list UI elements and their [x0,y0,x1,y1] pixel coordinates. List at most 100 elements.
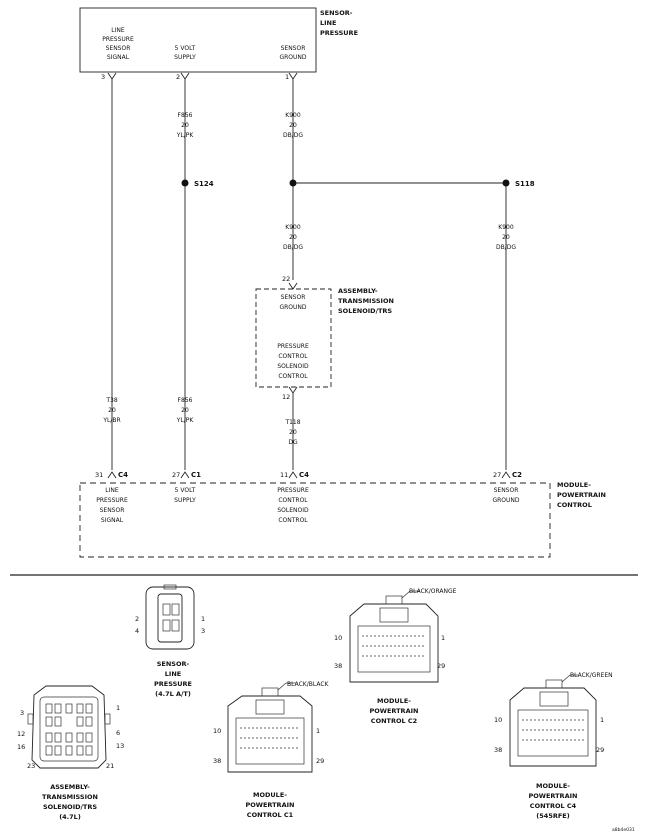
svg-text:BLACK/ORANGE: BLACK/ORANGE [409,588,457,595]
svg-text:1: 1 [600,716,604,724]
svg-text:TRANSMISSION: TRANSMISSION [338,297,394,305]
wire-labels: F856 20 YL/PK K900 20 DB/DG K900 20 DB/D… [102,112,516,446]
svg-text:DB/DG: DB/DG [283,132,303,139]
svg-text:PRESSURE: PRESSURE [154,680,192,688]
svg-text:CONTROL C4: CONTROL C4 [530,802,577,810]
svg-text:DB/DG: DB/DG [283,244,303,251]
svg-text:38: 38 [334,662,342,670]
svg-text:SENSOR: SENSOR [281,45,306,52]
svg-text:PRESSURE: PRESSURE [102,36,134,43]
svg-text:TRANSMISSION: TRANSMISSION [42,793,98,801]
svg-text:LINE: LINE [111,27,125,34]
svg-text:PRESSURE: PRESSURE [277,343,309,350]
svg-text:SOLENOID/TRS: SOLENOID/TRS [338,307,392,315]
svg-text:20: 20 [289,234,297,241]
pcm-pin-27-c2: 27 [493,471,501,479]
svg-text:SOLENOID: SOLENOID [277,507,309,514]
svg-text:POWERTRAIN: POWERTRAIN [557,491,606,499]
svg-text:CONTROL: CONTROL [278,353,308,360]
solenoid-pin-22: 22 [282,275,290,283]
svg-text:(545RFE): (545RFE) [536,812,569,820]
splice-s124-dot [181,179,189,187]
svg-text:1: 1 [441,634,445,642]
svg-text:5 VOLT: 5 VOLT [175,487,196,494]
svg-text:38: 38 [213,757,221,765]
sensor-pin-2-terminal [180,72,190,83]
pcm-conn-c2: C2 [512,471,522,479]
sensor-pin-3-terminal [107,72,117,83]
sensor-pin-labels: LINE PRESSURE SENSOR SIGNAL 5 VOLT SUPPL… [102,27,307,61]
svg-text:SOLENOID: SOLENOID [277,363,309,370]
sensor-connector-view: 2 4 1 3 [135,584,205,650]
svg-text:CONTROL: CONTROL [278,517,308,524]
splice-node-dot [289,179,297,187]
svg-text:20: 20 [181,407,189,414]
svg-text:6: 6 [116,729,120,737]
sensor-pin-1: 1 [285,73,289,81]
svg-text:ASSEMBLY-: ASSEMBLY- [50,783,90,791]
solenoid-assembly-title: ASSEMBLY- TRANSMISSION SOLENOID/TRS [338,287,394,315]
pcm-pin-11: 11 [280,471,288,479]
svg-text:YL/PK: YL/PK [176,132,195,139]
svg-text:K900: K900 [285,224,301,231]
svg-text:SENSOR: SENSOR [100,507,125,514]
svg-text:MODULE-: MODULE- [377,697,411,705]
pcm-c1-connector-title: MODULE- POWERTRAIN CONTROL C1 [246,791,295,819]
svg-text:3: 3 [201,627,205,635]
svg-text:K900: K900 [285,112,301,119]
svg-text:20: 20 [502,234,510,241]
svg-text:3: 3 [20,709,24,717]
svg-text:12: 12 [17,730,25,738]
svg-text:SENSOR: SENSOR [281,294,306,301]
sensor-pin-1-terminal [288,72,298,83]
svg-text:PRESSURE: PRESSURE [96,497,128,504]
svg-text:YL/PK: YL/PK [176,417,195,424]
svg-text:SENSOR: SENSOR [494,487,519,494]
svg-text:T118: T118 [284,419,300,426]
svg-text:SUPPLY: SUPPLY [174,54,196,61]
pcm-c1-connector-view: BLACK/BLACK 10 38 1 29 [213,681,330,773]
svg-text:MODULE-: MODULE- [253,791,287,799]
pcm-pin-labels: LINE PRESSURE SENSOR SIGNAL 5 VOLT SUPPL… [96,487,520,524]
splice-s118-dot [502,179,510,187]
line-pressure-sensor-box [79,7,317,73]
svg-text:38: 38 [494,746,502,754]
svg-text:5 VOLT: 5 VOLT [175,45,196,52]
svg-text:1: 1 [201,615,205,623]
svg-text:SENSOR-: SENSOR- [320,9,353,17]
svg-text:CONTROL: CONTROL [557,501,592,509]
splice-s118-label: S118 [515,180,535,188]
svg-text:GROUND: GROUND [492,497,519,504]
solenoid-pin-22-terminal [288,282,298,290]
svg-text:MODULE-: MODULE- [536,782,570,790]
pcm-conn-c4-b: C4 [299,471,309,479]
svg-text:K900: K900 [498,224,514,231]
sensor-pin-2: 2 [176,73,180,81]
svg-text:BLACK/BLACK: BLACK/BLACK [287,681,330,688]
svg-text:23: 23 [27,762,35,770]
svg-text:16: 16 [17,743,25,751]
svg-text:LINE: LINE [320,19,336,27]
svg-text:POWERTRAIN: POWERTRAIN [246,801,295,809]
svg-text:29: 29 [596,746,604,754]
svg-text:4: 4 [135,627,139,635]
solenoid-pin-labels: SENSOR GROUND PRESSURE CONTROL SOLENOID … [277,294,309,380]
svg-text:DB/DG: DB/DG [496,244,516,251]
svg-text:10: 10 [334,634,342,642]
svg-text:29: 29 [437,662,445,670]
svg-text:20: 20 [289,429,297,436]
svg-text:CONTROL: CONTROL [278,497,308,504]
svg-text:F856: F856 [178,397,193,404]
solenoid-connector-view: 3 12 16 23 1 6 13 21 [17,685,124,770]
svg-text:POWERTRAIN: POWERTRAIN [370,707,419,715]
splice-s124-label: S124 [194,180,214,188]
svg-text:20: 20 [181,122,189,129]
svg-text:CONTROL: CONTROL [278,373,308,380]
svg-text:1: 1 [316,727,320,735]
svg-text:SENSOR-: SENSOR- [157,660,190,668]
svg-text:PRESSURE: PRESSURE [277,487,309,494]
pcm-c2-connector-view: BLACK/ORANGE 10 38 1 29 [334,588,457,683]
svg-text:T38: T38 [105,397,117,404]
svg-text:F856: F856 [178,112,193,119]
